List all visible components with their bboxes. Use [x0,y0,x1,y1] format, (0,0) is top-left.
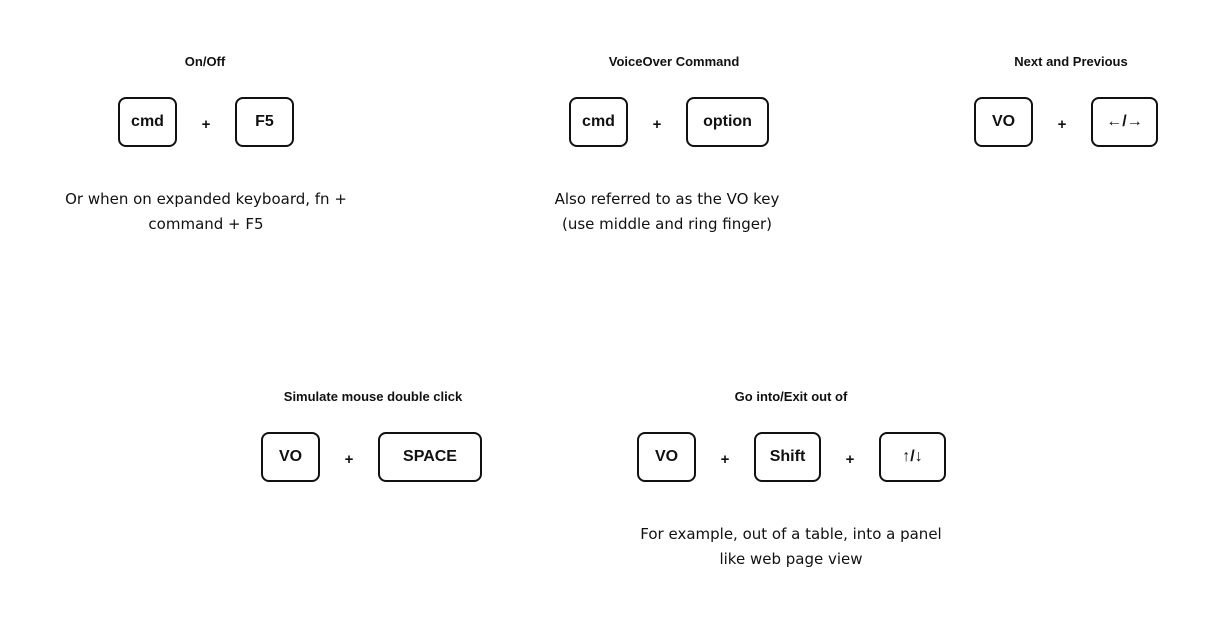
key-f5: F5 [235,97,294,147]
shortcut-title: Simulate mouse double click [283,389,463,404]
key-shift: Shift [754,432,821,482]
key-vo: VO [261,432,320,482]
shortcut-title: On/Off [184,54,226,69]
plus-sign: + [652,116,662,133]
key-option: option [686,97,769,147]
key-left-right-arrows: ←/→ [1091,97,1158,147]
plus-sign: + [845,451,855,468]
key-up-down-arrows: ↑/↓ [879,432,946,482]
key-vo: VO [637,432,696,482]
shortcut-note: Also referred to as the VO key (use midd… [554,190,780,233]
plus-sign: + [1057,116,1067,133]
shortcut-title: Next and Previous [1014,54,1128,69]
key-vo: VO [974,97,1033,147]
plus-sign: + [344,451,354,468]
shortcut-note: Or when on expanded keyboard, fn + comma… [65,190,347,233]
shortcut-note: For example, out of a table, into a pane… [640,525,942,568]
key-space: SPACE [378,432,482,482]
key-cmd: cmd [118,97,177,147]
plus-sign: + [720,451,730,468]
plus-sign: + [201,116,211,133]
shortcut-title: VoiceOver Command [608,54,740,69]
shortcut-title: Go into/Exit out of [734,389,848,404]
key-cmd: cmd [569,97,628,147]
